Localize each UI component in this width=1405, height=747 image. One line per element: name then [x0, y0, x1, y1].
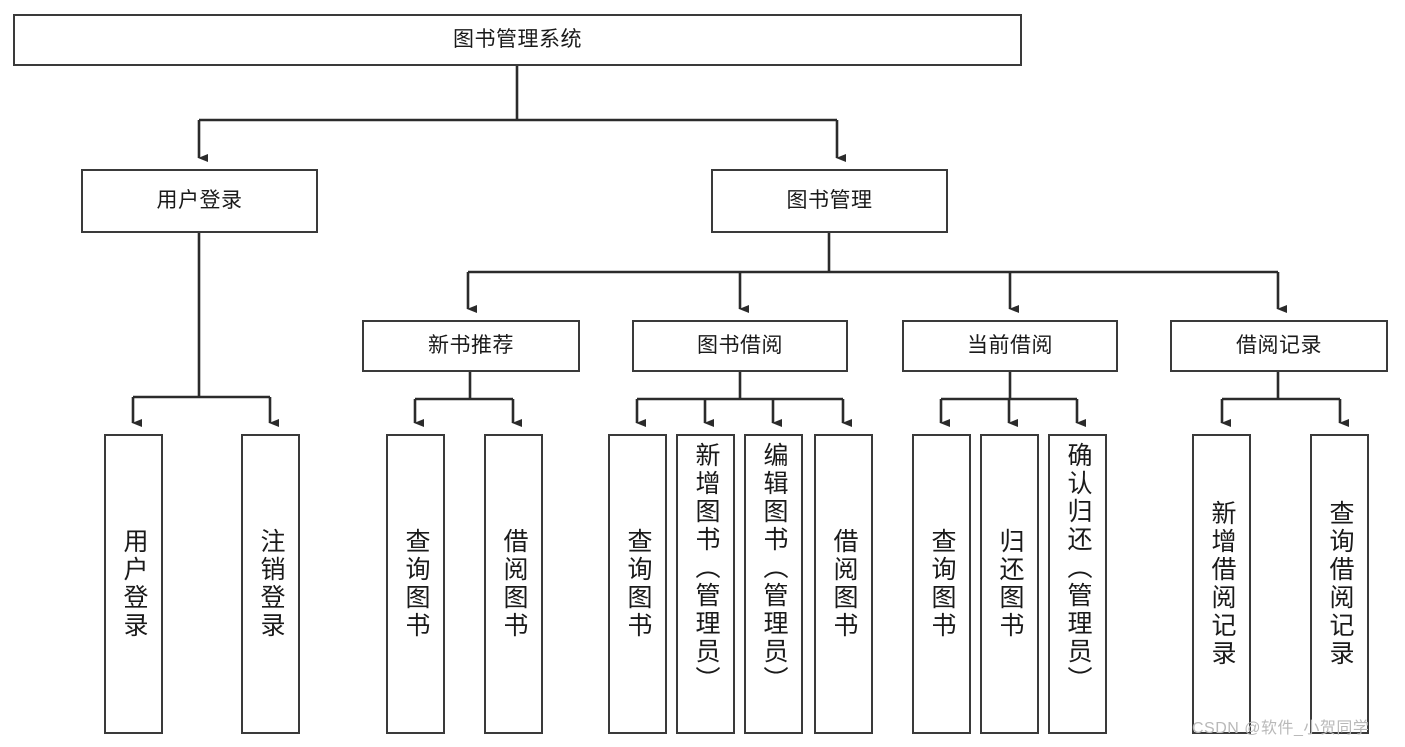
node-label: 查询图书: [928, 528, 956, 640]
node-root[interactable]: 图书管理系统: [13, 14, 1022, 66]
node-label: 查询图书: [624, 528, 652, 640]
node-label: 用户登录: [156, 188, 243, 212]
node-current-borrow[interactable]: 当前借阅: [902, 320, 1118, 372]
node-label: 查询图书: [402, 528, 430, 640]
node-user-login[interactable]: 用户登录: [81, 169, 318, 233]
node-label: 用户登录: [120, 528, 148, 640]
leaf-borrow-add-book-admin[interactable]: 新增图书（管理员）: [676, 434, 735, 734]
node-label: 借阅图书: [500, 528, 528, 640]
leaf-new-book-borrow[interactable]: 借阅图书: [484, 434, 543, 734]
node-label: 借阅图书: [830, 528, 858, 640]
leaf-borrow-borrow-book[interactable]: 借阅图书: [814, 434, 873, 734]
leaf-current-confirm-return-admin[interactable]: 确认归还（管理员）: [1048, 434, 1107, 734]
leaf-borrow-edit-book-admin[interactable]: 编辑图书（管理员）: [744, 434, 803, 734]
node-label: 新增借阅记录: [1208, 500, 1236, 668]
leaf-new-book-query[interactable]: 查询图书: [386, 434, 445, 734]
node-label: 编辑图书（管理员）: [760, 442, 788, 694]
node-label: 新增图书（管理员）: [692, 442, 720, 694]
node-borrow-record[interactable]: 借阅记录: [1170, 320, 1388, 372]
node-label: 图书管理: [786, 188, 873, 212]
leaf-borrow-query-book[interactable]: 查询图书: [608, 434, 667, 734]
node-book-management[interactable]: 图书管理: [711, 169, 948, 233]
node-label: 图书借阅: [697, 333, 783, 357]
leaf-current-return-book[interactable]: 归还图书: [980, 434, 1039, 734]
node-new-book-recommend[interactable]: 新书推荐: [362, 320, 580, 372]
leaf-record-add[interactable]: 新增借阅记录: [1192, 434, 1251, 734]
node-label: 注销登录: [257, 528, 285, 640]
node-label: 图书管理系统: [453, 27, 582, 51]
node-label: 当前借阅: [967, 333, 1053, 357]
node-label: 新书推荐: [428, 333, 514, 357]
node-book-borrow[interactable]: 图书借阅: [632, 320, 848, 372]
node-label: 确认归还（管理员）: [1064, 442, 1092, 694]
node-label: 借阅记录: [1236, 333, 1322, 357]
leaf-user-login[interactable]: 用户登录: [104, 434, 163, 734]
leaf-current-query-book[interactable]: 查询图书: [912, 434, 971, 734]
node-label: 查询借阅记录: [1326, 500, 1354, 668]
leaf-user-logout[interactable]: 注销登录: [241, 434, 300, 734]
node-label: 归还图书: [996, 528, 1024, 640]
leaf-record-query[interactable]: 查询借阅记录: [1310, 434, 1369, 734]
